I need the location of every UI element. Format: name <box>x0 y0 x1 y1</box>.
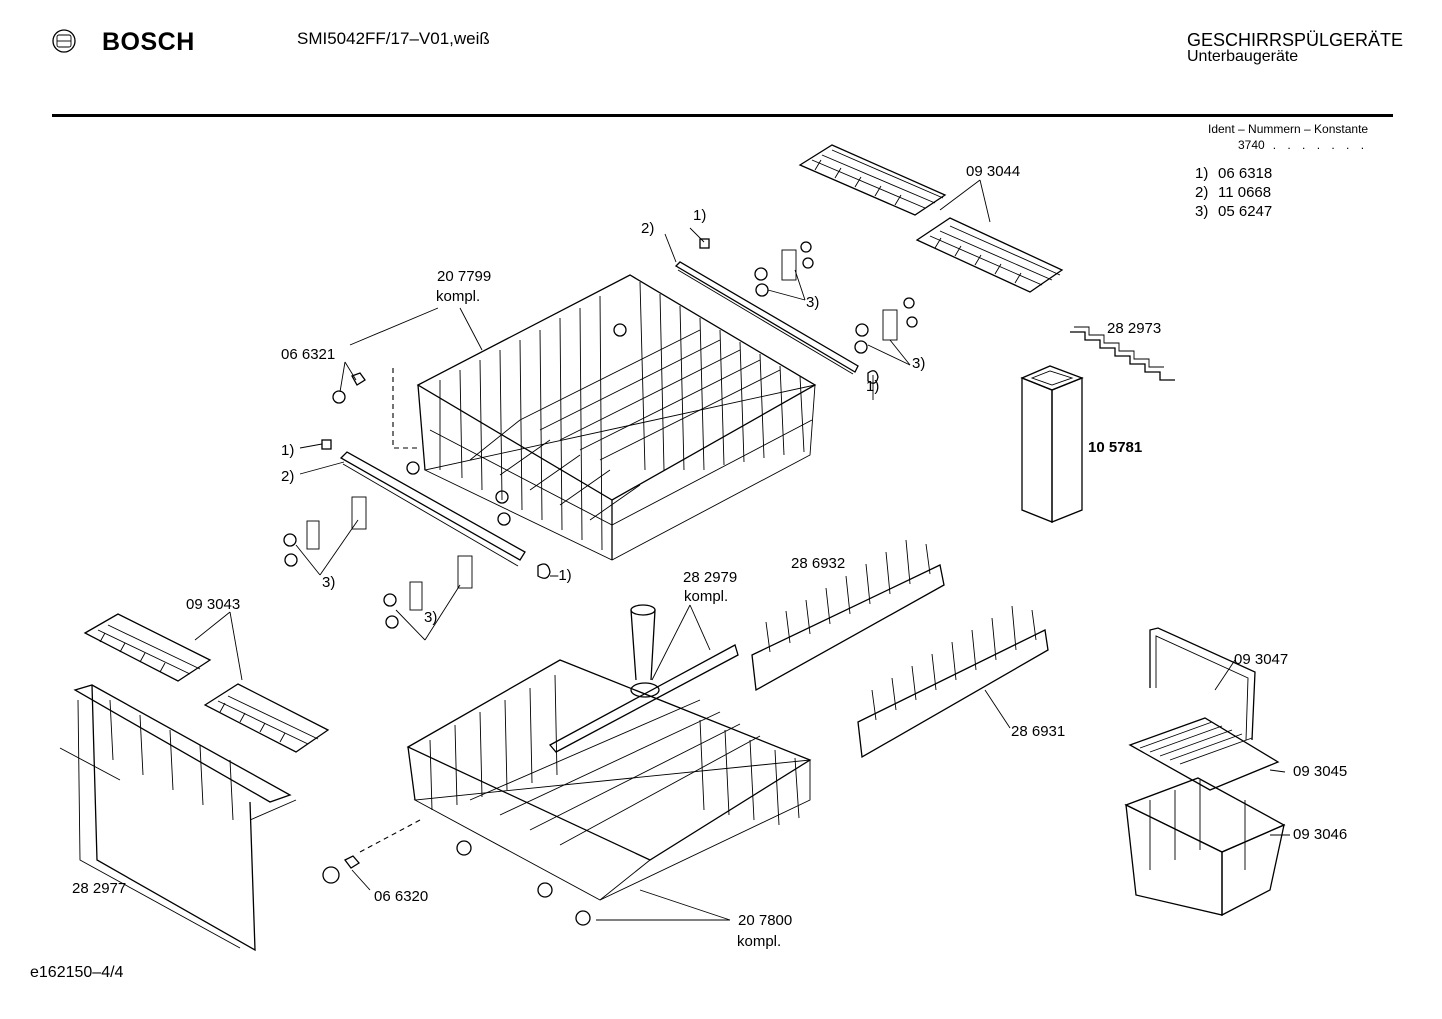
label-207799: 20 7799 <box>437 268 491 285</box>
tower-105781-drawing <box>1020 365 1084 523</box>
ident-list: 1) 06 6318 2) 11 0668 3) 05 6247 <box>1195 164 1272 221</box>
callout-labels: 09 3044 20 7799 kompl. 06 6321 1) 2) 3) … <box>72 163 1347 950</box>
label-282973: 28 2973 <box>1107 320 1161 337</box>
model-number: SMI5042FF/17–V01,weiß <box>297 29 490 48</box>
ident-item: 1) 06 6318 <box>1195 164 1272 183</box>
ident-item-part: 06 6318 <box>1218 165 1273 182</box>
header-divider <box>52 114 1393 117</box>
rail-left-drawing <box>339 451 526 567</box>
ident-item-no: 3) <box>1195 203 1209 220</box>
label-ref2-top: 2) <box>641 220 654 237</box>
lower-basket-drawing <box>322 659 812 926</box>
handle-093047-drawing <box>1149 627 1256 741</box>
label-066321: 06 6321 <box>281 346 335 363</box>
label-207800: 20 7800 <box>738 912 792 929</box>
ident-item: 2) 11 0668 <box>1195 183 1272 202</box>
label-ref3-left: 3) <box>322 574 335 591</box>
label-093045: 09 3045 <box>1293 763 1347 780</box>
label-207800-kompl: kompl. <box>737 933 781 950</box>
ident-code: 3740 . . . . . . . <box>1238 138 1368 152</box>
clip-and-roller-parts <box>283 238 918 629</box>
bosch-logo-icon <box>52 29 76 53</box>
label-ref1-top: 1) <box>693 207 706 224</box>
ident-item-no: 2) <box>1195 184 1209 201</box>
ident-code-value: 3740 <box>1238 138 1265 152</box>
spray-arm-282979-drawing <box>548 604 739 753</box>
label-093044: 09 3044 <box>966 163 1020 180</box>
label-105781: 10 5781 <box>1088 439 1142 456</box>
label-ref3-top: 3) <box>806 294 819 311</box>
category-title: GESCHIRRSPÜLGERÄTE <box>1187 30 1404 50</box>
brand-name: BOSCH <box>102 28 195 56</box>
label-ref3-right: 3) <box>912 355 925 372</box>
label-093043: 09 3043 <box>186 596 240 613</box>
label-ref1-left: 1) <box>281 442 294 459</box>
upper-basket-drawing <box>406 274 817 561</box>
label-282977: 28 2977 <box>72 880 126 897</box>
ident-item-no: 1) <box>1195 165 1209 182</box>
label-282979-kompl: kompl. <box>684 588 728 605</box>
rack-093043-drawing <box>83 613 330 753</box>
rack-093044-drawing <box>798 144 1064 293</box>
label-ref3-mid: 3) <box>424 609 437 626</box>
subcategory-title: Unterbaugeräte <box>1187 48 1299 65</box>
label-ref1-right: 1) <box>866 378 879 395</box>
label-093047: 09 3047 <box>1234 651 1288 668</box>
ident-code-dots: . . . . . . . <box>1272 138 1369 152</box>
label-286931: 28 6931 <box>1011 723 1065 740</box>
rack-282973-drawing <box>1070 326 1175 381</box>
label-ref2-left: 2) <box>281 468 294 485</box>
rack-286932-drawing <box>751 539 945 692</box>
rack-286931-drawing <box>857 605 1049 759</box>
label-207799-kompl: kompl. <box>436 288 480 305</box>
label-286932: 28 6932 <box>791 555 845 572</box>
document-id: e162150–4/4 <box>30 964 124 981</box>
ident-item-part: 11 0668 <box>1218 184 1272 201</box>
basket-093046-drawing <box>1124 777 1286 917</box>
frame-282977-drawing <box>59 684 297 952</box>
ident-title: Ident – Nummern – Konstante <box>1208 122 1369 136</box>
label-ref1-dash: –1) <box>550 567 572 584</box>
leader-lines <box>194 179 1290 921</box>
ident-item: 3) 05 6247 <box>1195 202 1272 221</box>
label-282979: 28 2979 <box>683 569 737 586</box>
label-093046: 09 3046 <box>1293 826 1347 843</box>
rail-right-drawing <box>674 261 859 375</box>
ident-item-part: 05 6247 <box>1218 203 1273 220</box>
lid-093045-drawing <box>1128 717 1280 791</box>
label-066320: 06 6320 <box>374 888 428 905</box>
